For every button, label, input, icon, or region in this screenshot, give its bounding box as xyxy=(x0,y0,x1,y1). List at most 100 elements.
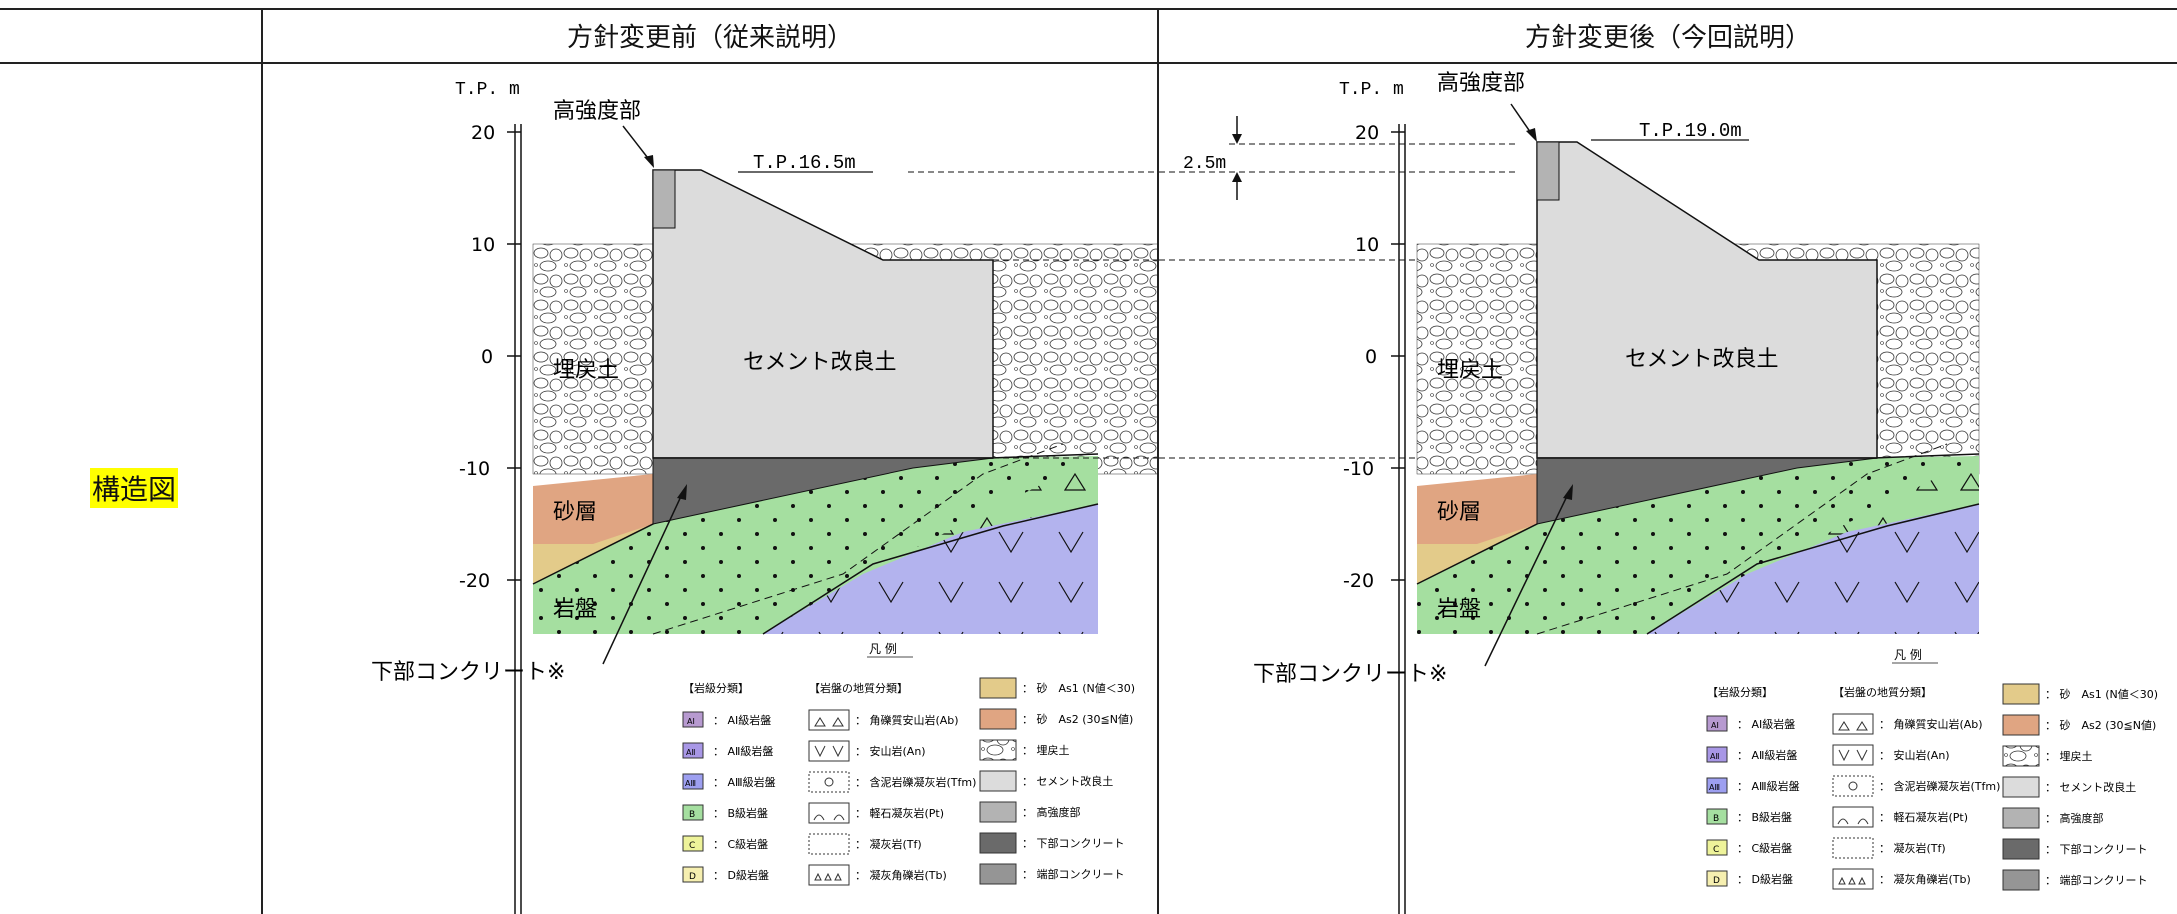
geology-section-after xyxy=(1416,141,1980,635)
svg-text:0: 0 xyxy=(1365,346,1377,368)
svg-text:C: C xyxy=(689,841,695,851)
svg-text:B: B xyxy=(1713,814,1719,824)
svg-text:D: D xyxy=(689,872,696,882)
legend-col1-header: 【岩級分類】 xyxy=(683,681,749,695)
svg-text:： 軽石凝灰岩(Pt): ： 軽石凝灰岩(Pt) xyxy=(855,806,944,820)
svg-text:AⅠ: AⅠ xyxy=(687,717,695,726)
svg-text:： 含泥岩礫凝灰岩(Tfm): ： 含泥岩礫凝灰岩(Tfm) xyxy=(855,775,976,789)
svg-text:： 安山岩(An): ： 安山岩(An) xyxy=(855,744,926,758)
svg-text:： AⅡ級岩盤: ： AⅡ級岩盤 xyxy=(713,744,773,758)
table-header-divider xyxy=(0,62,2177,64)
svg-text:： セメント改良土: ： セメント改良土 xyxy=(1022,774,1113,788)
header-before: 方針変更前（従来説明） xyxy=(566,22,853,53)
svg-text:： 高強度部: ： 高強度部 xyxy=(1022,805,1081,819)
svg-text:： D級岩盤: ： D級岩盤 xyxy=(713,868,769,882)
svg-text:： 砂 As1 (N値＜30): ： 砂 As1 (N値＜30) xyxy=(2045,688,2158,701)
structure-diagram-after: 2.5m T.P. m 20 10 0 -10 -20 高強度部 T.P.19.… xyxy=(1159,71,2158,914)
legend-col1: AⅠ ： AⅠ級岩盤 AⅡ ： AⅡ級岩盤 AⅢ ： AⅢ級岩盤 B ： B級岩盤 C ：… xyxy=(682,711,776,883)
geology-section xyxy=(532,169,1157,635)
svg-text:セメント改良土: セメント改良土 xyxy=(1625,347,1779,372)
svg-text:【岩級分類】: 【岩級分類】 xyxy=(1707,685,1773,699)
svg-text:： AⅡ級岩盤: ： AⅡ級岩盤 xyxy=(1737,748,1797,762)
legend-col2: ： 角礫質安山岩(Ab) ： 安山岩(An) ： 含泥岩礫凝灰岩(Tfm) ： … xyxy=(808,709,976,886)
svg-text:埋戻土: 埋戻土 xyxy=(1437,358,1503,383)
svg-text:-10: -10 xyxy=(1343,458,1374,480)
svg-text:： 凝灰岩(Tf): ： 凝灰岩(Tf) xyxy=(855,837,922,851)
high-strength-block xyxy=(652,169,676,229)
axis-unit-label: T.P. m xyxy=(455,80,520,100)
legend-col3: ： 砂 As1 (N値＜30) ： 砂 As2 (30≦N値) ： 埋戻土 ： … xyxy=(979,677,1135,885)
svg-text:AⅠ: AⅠ xyxy=(1711,721,1719,730)
svg-text:T.P. m: T.P. m xyxy=(1339,80,1404,100)
svg-text:： 砂 As2 (30≦N値): ： 砂 As2 (30≦N値) xyxy=(1022,713,1133,726)
svg-text:20: 20 xyxy=(1355,122,1379,144)
elevation-axis-after: T.P. m 20 10 0 -10 -20 xyxy=(1339,80,1406,914)
table-col-divider-1 xyxy=(261,8,263,914)
svg-text:AⅢ: AⅢ xyxy=(1709,783,1720,792)
structure-diagram-before: T.P. m 20 10 0 -10 -20 高強度部 T.P.16.5m 埋戻… xyxy=(371,80,1157,914)
svg-text:： 端部コンクリート: ： 端部コンクリート xyxy=(2045,873,2148,887)
svg-text:高強度部: 高強度部 xyxy=(1437,71,1525,96)
svg-text:： 軽石凝灰岩(Pt): ： 軽石凝灰岩(Pt) xyxy=(1879,810,1968,824)
svg-text:下部コンクリート※: 下部コンクリート※ xyxy=(1253,662,1447,687)
legend-col2-header: 【岩盤の地質分類】 xyxy=(809,681,908,695)
svg-text:： B級岩盤: ： B級岩盤 xyxy=(1737,810,1792,824)
svg-text:： C級岩盤: ： C級岩盤 xyxy=(1737,841,1792,855)
svg-text:-20: -20 xyxy=(1343,570,1374,592)
svg-text:【岩盤の地質分類】: 【岩盤の地質分類】 xyxy=(1833,685,1932,699)
svg-text:： 下部コンクリート: ： 下部コンクリート xyxy=(1022,836,1125,850)
row-label-structure: 構造図 xyxy=(90,468,179,508)
svg-text:AⅢ: AⅢ xyxy=(685,779,696,788)
svg-text:： 端部コンクリート: ： 端部コンクリート xyxy=(1022,867,1125,881)
svg-text:： 砂 As2 (30≦N値): ： 砂 As2 (30≦N値) xyxy=(2045,719,2156,732)
svg-text:： C級岩盤: ： C級岩盤 xyxy=(713,837,768,851)
tick-minus20: -20 xyxy=(459,570,490,592)
tick-10: 10 xyxy=(471,234,495,256)
svg-text:10: 10 xyxy=(1355,234,1379,256)
svg-text:D: D xyxy=(1713,876,1720,886)
svg-text:： 凝灰角礫岩(Tb): ： 凝灰角礫岩(Tb) xyxy=(1879,872,1971,886)
cement-soil-label: セメント改良土 xyxy=(743,350,897,375)
svg-text:： AⅢ級岩盤: ： AⅢ級岩盤 xyxy=(1737,779,1800,793)
legend-after: 凡 例 【岩級分類】 【岩盤の地質分類】 AⅠ： AⅠ級岩盤 AⅡ： AⅡ級岩盤… xyxy=(1706,648,2158,891)
svg-text:AⅡ: AⅡ xyxy=(686,748,695,757)
svg-text:： B級岩盤: ： B級岩盤 xyxy=(713,806,768,820)
header-after: 方針変更後（今回説明） xyxy=(1524,22,1811,53)
bedrock-label: 岩盤 xyxy=(553,597,597,622)
svg-text:： AⅠ級岩盤: ： AⅠ級岩盤 xyxy=(1737,717,1795,731)
svg-text:砂層: 砂層 xyxy=(1437,500,1481,525)
svg-text:： 砂 As1 (N値＜30): ： 砂 As1 (N値＜30) xyxy=(1022,682,1135,695)
svg-text:： 埋戻土: ： 埋戻土 xyxy=(2045,750,2093,763)
svg-text:C: C xyxy=(1713,845,1719,855)
fill-soil-label: 埋戻土 xyxy=(553,358,619,383)
tick-20: 20 xyxy=(471,122,495,144)
tick-0: 0 xyxy=(481,346,493,368)
svg-text:： セメント改良土: ： セメント改良土 xyxy=(2045,780,2136,794)
tick-minus10: -10 xyxy=(459,458,490,480)
crest-label: T.P.16.5m xyxy=(753,152,856,174)
svg-text:： 凝灰岩(Tf): ： 凝灰岩(Tf) xyxy=(1879,841,1946,855)
svg-text:： AⅢ級岩盤: ： AⅢ級岩盤 xyxy=(713,775,776,789)
table-col-divider-2 xyxy=(1157,8,1159,914)
svg-text:： D級岩盤: ： D級岩盤 xyxy=(1737,872,1793,886)
svg-text:： 含泥岩礫凝灰岩(Tfm): ： 含泥岩礫凝灰岩(Tfm) xyxy=(1879,779,2000,793)
svg-text:： 安山岩(An): ： 安山岩(An) xyxy=(1879,748,1950,762)
raise-label: 2.5m xyxy=(1183,154,1226,174)
svg-text:： 角礫質安山岩(Ab): ： 角礫質安山岩(Ab) xyxy=(855,713,959,727)
svg-text:岩盤: 岩盤 xyxy=(1437,597,1481,622)
table-top-border xyxy=(0,8,2177,10)
raise-dimension: 2.5m xyxy=(1183,116,1242,200)
legend: 凡 例 【岩級分類】 【岩盤の地質分類】 AⅠ ： AⅠ級岩盤 AⅡ ： AⅡ級岩盤… xyxy=(682,642,1135,886)
svg-text:B: B xyxy=(689,810,695,820)
svg-text:凡 例: 凡 例 xyxy=(1894,648,1922,662)
svg-text:： 高強度部: ： 高強度部 xyxy=(2045,811,2104,825)
elevation-axis: T.P. m 20 10 0 -10 -20 xyxy=(455,80,522,914)
high-strength-label: 高強度部 xyxy=(553,99,641,124)
lower-concrete-label: 下部コンクリート※ xyxy=(371,660,565,685)
legend-title: 凡 例 xyxy=(869,642,897,656)
sand-layer-label: 砂層 xyxy=(553,500,597,525)
svg-text:： AⅠ級岩盤: ： AⅠ級岩盤 xyxy=(713,713,771,727)
svg-text:T.P.19.0m: T.P.19.0m xyxy=(1639,120,1742,142)
svg-text:： 凝灰角礫岩(Tb): ： 凝灰角礫岩(Tb) xyxy=(855,868,947,882)
